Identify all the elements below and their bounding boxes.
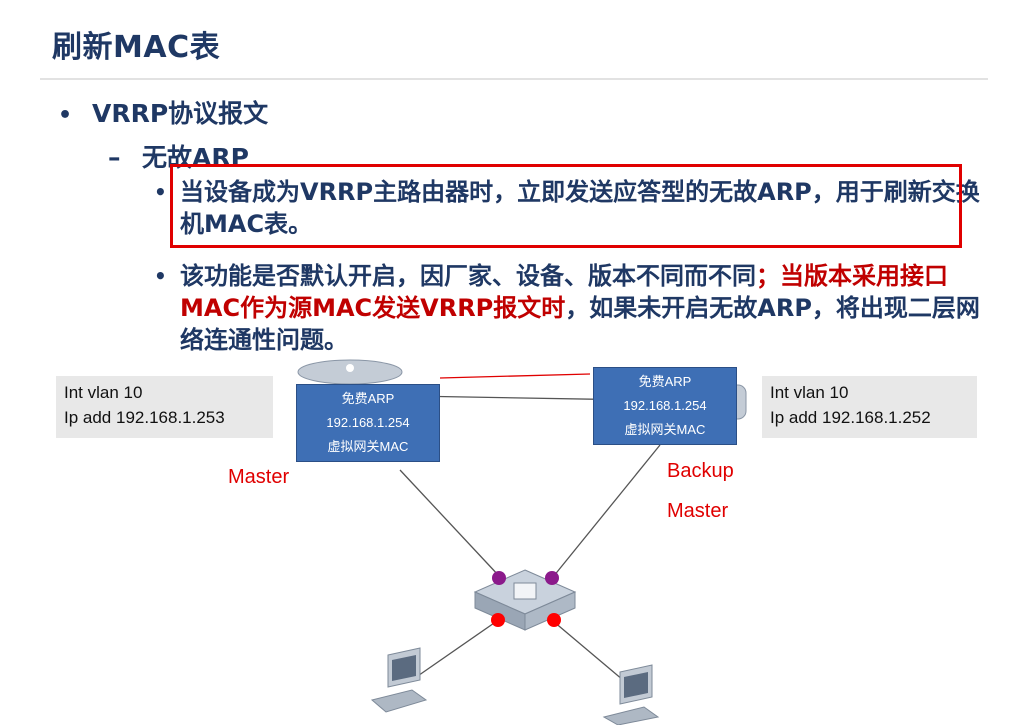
link-arp-red (439, 373, 591, 379)
bullet-dot-icon: • (154, 264, 167, 288)
pc-left-icon (370, 647, 428, 713)
right-box-line3: 虚拟网关MAC (624, 422, 706, 437)
bullet-level1: • VRRP协议报文 (58, 94, 268, 130)
right-config-box: Int vlan 10 Ip add 192.168.1.252 (762, 376, 977, 438)
left-config-line2: Ip add 192.168.1.253 (64, 408, 225, 427)
port-dot-red-left (491, 613, 505, 627)
right-config-line1: Int vlan 10 (770, 383, 849, 402)
item2-normal-b: ，如果未开启无故ARP，将出现二层网络连通性问题。 (180, 294, 980, 354)
port-dot-red-right (547, 613, 561, 627)
left-arp-box: 免费ARP 192.168.1.254 虚拟网关MAC (296, 384, 440, 462)
link-master-switch (399, 469, 501, 578)
link-switch-pc2 (552, 620, 624, 681)
right-box-line1: 免费ARP (638, 374, 692, 389)
bullet-dot-icon: • (154, 180, 167, 204)
bullet-level2: –无故ARP (108, 138, 249, 174)
bullet-level3-item1: • 当设备成为VRRP主路由器时，立即发送应答型的无故ARP，用于刷新交换机MA… (154, 176, 984, 240)
page-title: 刷新MAC表 (52, 30, 221, 65)
left-config-box: Int vlan 10 Ip add 192.168.1.253 (56, 376, 273, 438)
link-switch-pc1 (411, 620, 498, 681)
dash-icon: – (108, 143, 121, 172)
highlight-box (170, 164, 962, 248)
port-dot-purple-left (492, 571, 506, 585)
port-dot-purple-right (545, 571, 559, 585)
bullet-level2-text: 无故ARP (142, 143, 249, 172)
backup-label: Backup (667, 460, 734, 482)
router-left-icon (297, 359, 403, 385)
left-box-line1: 免费ARP (341, 391, 395, 406)
bullet-dot-icon: • (58, 103, 73, 128)
item2-red: ；当版本采用接口MAC作为源MAC发送VRRP报文时 (180, 262, 948, 322)
item2-normal-a: 该功能是否默认开启，因厂家、设备、版本不同而不同 (180, 262, 756, 290)
pc-right-icon (602, 664, 660, 725)
link-backup-switch (552, 444, 661, 578)
backup-master-label: Master (667, 500, 729, 522)
item2-text: 该功能是否默认开启，因厂家、设备、版本不同而不同；当版本采用接口MAC作为源MA… (180, 260, 984, 356)
bullet-level3-item2: • 该功能是否默认开启，因厂家、设备、版本不同而不同；当版本采用接口MAC作为源… (154, 260, 984, 356)
left-config-line1: Int vlan 10 (64, 383, 143, 402)
item1-text: 当设备成为VRRP主路由器时，立即发送应答型的无故ARP，用于刷新交换机MAC表… (180, 178, 980, 238)
left-box-line2: 192.168.1.254 (326, 415, 410, 430)
title-divider (40, 78, 988, 80)
left-box-line3: 虚拟网关MAC (327, 439, 409, 454)
right-arp-box: 免费ARP 192.168.1.254 虚拟网关MAC (593, 367, 737, 445)
bullet-level1-text: VRRP协议报文 (92, 99, 269, 128)
right-box-line2: 192.168.1.254 (623, 398, 707, 413)
right-config-line2: Ip add 192.168.1.252 (770, 408, 931, 427)
master-label: Master (228, 466, 290, 488)
